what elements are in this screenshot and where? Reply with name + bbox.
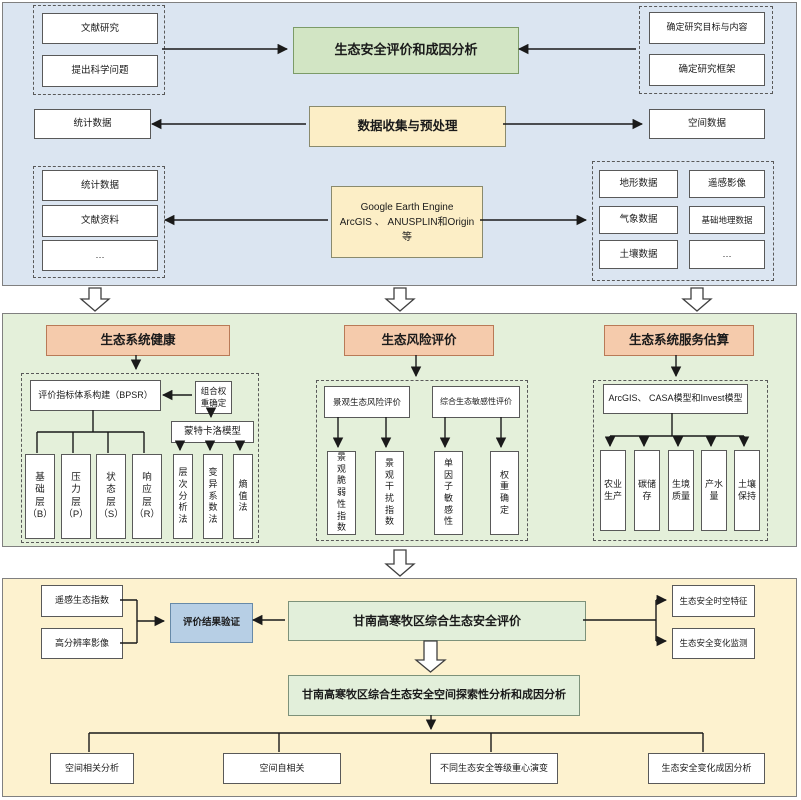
- box-agricultural-production: 农业 生产: [600, 450, 626, 531]
- group-ecosystem-services: [593, 380, 768, 541]
- box-service-models: ArcGIS、 CASA模型和Invest模型: [603, 384, 748, 414]
- box-cv-method: 变 异 系 数 法: [203, 454, 223, 539]
- box-response-layer: 响 应 层 （R）: [132, 454, 162, 539]
- box-monte-carlo-model: 蒙特卡洛模型: [171, 421, 254, 443]
- group-research-setup-left: [33, 5, 165, 95]
- box-change-attribution: 生态安全变化成因分析: [648, 753, 765, 784]
- box-result-validation: 评价结果验证: [170, 603, 253, 643]
- flow-arrow-mid-to-bottom: [384, 549, 416, 577]
- box-spatial-autocorrelation: 空间自相关: [223, 753, 341, 784]
- box-source-more: …: [42, 240, 158, 271]
- box-single-factor-sensitivity: 单 因 子 敏 感 性: [434, 451, 463, 535]
- box-water-yield: 产水 量: [701, 450, 727, 531]
- group-data-sources-right: [592, 161, 774, 281]
- section-data-preparation: 文献研究 提出科学问题 生态安全评价和成因分析 确定研究目标与内容 确定研究框架…: [2, 2, 797, 286]
- box-hires-imagery: 高分辨率影像: [41, 628, 123, 659]
- box-meteorological-data: 气象数据: [599, 206, 678, 234]
- box-weight-determination: 权 重 确 定: [490, 451, 519, 535]
- section-three-assessments: 生态系统健康 评价指标体系构建（BPSR） 组合权 重确定 蒙特卡洛模型 基 础…: [2, 313, 797, 547]
- group-ecosystem-health: [21, 373, 259, 543]
- box-gravity-center-evolution: 不同生态安全等级重心演变: [430, 753, 558, 784]
- box-state-layer: 状 态 层 （S）: [96, 454, 126, 539]
- box-scientific-questions: 提出科学问题: [42, 55, 158, 87]
- box-spatial-correlation: 空间相关分析: [50, 753, 134, 784]
- box-statistical-data: 统计数据: [34, 109, 151, 139]
- box-carbon-storage: 碳储 存: [634, 450, 660, 531]
- box-pressure-layer: 压 力 层 （P）: [61, 454, 91, 539]
- box-research-framework: 确定研究框架: [649, 54, 765, 86]
- tools-line-1: Google Earth Engine: [360, 201, 454, 213]
- box-entropy-method: 熵 值 法: [233, 454, 253, 539]
- box-processing-tools: Google Earth Engine ArcGIS 、 ANUSPLIN和Or…: [331, 186, 483, 258]
- box-base-layer: 基 础 层 （B）: [25, 454, 55, 539]
- box-spatial-data: 空间数据: [649, 109, 765, 139]
- box-source-literature: 文献资料: [42, 205, 158, 237]
- box-combined-weight: 组合权 重确定: [195, 381, 232, 414]
- header-ecosystem-health: 生态系统健康: [46, 325, 230, 356]
- group-ecological-risk: [316, 380, 528, 541]
- box-landscape-risk-eval: 景观生态风险评价: [324, 386, 410, 418]
- box-ahp-method: 层 次 分 析 法: [173, 454, 193, 539]
- box-spatiotemporal-features: 生态安全时空特征: [672, 585, 755, 617]
- box-soil-retention: 土壤 保持: [734, 450, 760, 531]
- box-literature-research: 文献研究: [42, 13, 158, 44]
- box-sensitivity-eval: 综合生态敏感性评价: [432, 386, 520, 418]
- group-research-setup-right: [639, 6, 773, 94]
- box-rs-eco-index: 遥感生态指数: [41, 585, 123, 617]
- header-ecological-risk: 生态风险评价: [344, 325, 494, 356]
- tools-line-2: ArcGIS 、 ANUSPLIN和Origin: [339, 216, 475, 228]
- flow-arrow-top-to-mid-right: [681, 287, 713, 312]
- section-comprehensive-evaluation: 遥感生态指数 高分辨率影像 评价结果验证 甘南高寒牧区综合生态安全评价 生态安全…: [2, 578, 797, 797]
- box-bpsr-system: 评价指标体系构建（BPSR）: [30, 380, 161, 411]
- box-landscape-vulnerability-index: 景 观 脆 弱 性 指 数: [327, 451, 356, 535]
- header-ecosystem-services: 生态系统服务估算: [604, 325, 754, 356]
- box-terrain-data: 地形数据: [599, 170, 678, 198]
- box-spatial-exploratory-analysis: 甘南高寒牧区综合生态安全空间探索性分析和成因分析: [288, 675, 580, 716]
- box-research-goals: 确定研究目标与内容: [649, 12, 765, 44]
- box-data-more: …: [689, 240, 765, 269]
- box-landscape-disturbance-index: 景 观 干 扰 指 数: [375, 451, 404, 535]
- box-soil-data: 土壤数据: [599, 240, 678, 269]
- box-habitat-quality: 生境 质量: [668, 450, 694, 531]
- box-main-evaluation: 甘南高寒牧区综合生态安全评价: [288, 601, 586, 641]
- box-data-collection: 数据收集与预处理: [309, 106, 506, 147]
- box-remote-sensing-image: 遥感影像: [689, 170, 765, 198]
- flow-arrow-top-to-mid-left: [79, 287, 111, 312]
- box-change-monitoring: 生态安全变化监测: [672, 628, 755, 659]
- flow-arrow-top-to-mid-center: [384, 287, 416, 312]
- box-eco-security-evaluation: 生态安全评价和成因分析: [293, 27, 519, 74]
- tools-line-3: 等: [402, 231, 412, 243]
- box-source-statistical-data: 统计数据: [42, 170, 158, 201]
- box-basic-geographic-data: 基础地理数据: [689, 206, 765, 234]
